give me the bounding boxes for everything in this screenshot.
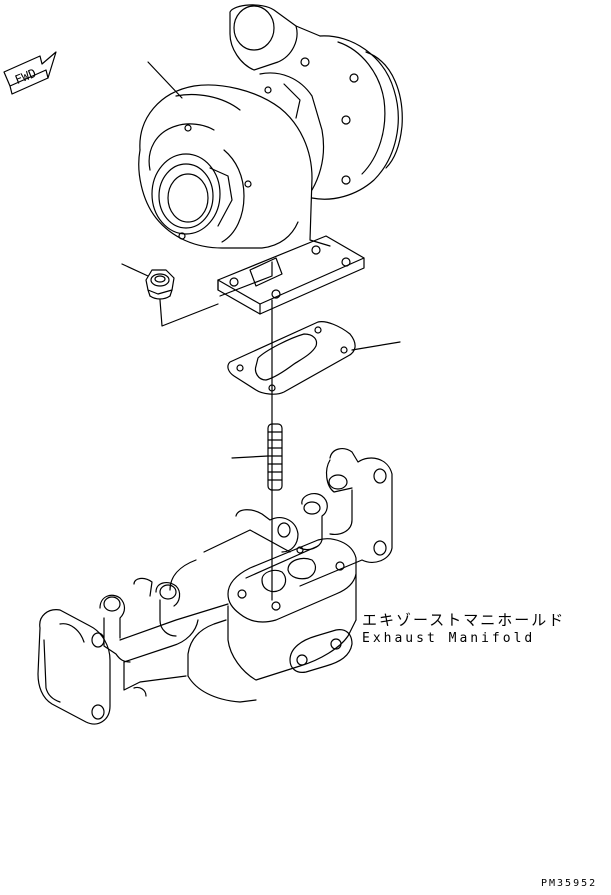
stud-bolt xyxy=(231,423,283,491)
exhaust-manifold xyxy=(37,448,393,725)
turbo-gasket xyxy=(227,321,401,395)
turbocharger xyxy=(138,4,403,315)
exhaust-manifold-label-en: Exhaust Manifold xyxy=(362,631,536,646)
fwd-arrow-icon: FWD xyxy=(3,51,57,95)
flange-nut xyxy=(121,261,273,327)
exhaust-manifold-label-jp: エキゾーストマニホールド xyxy=(362,611,566,629)
drawing-number: PM35952 xyxy=(541,878,598,889)
